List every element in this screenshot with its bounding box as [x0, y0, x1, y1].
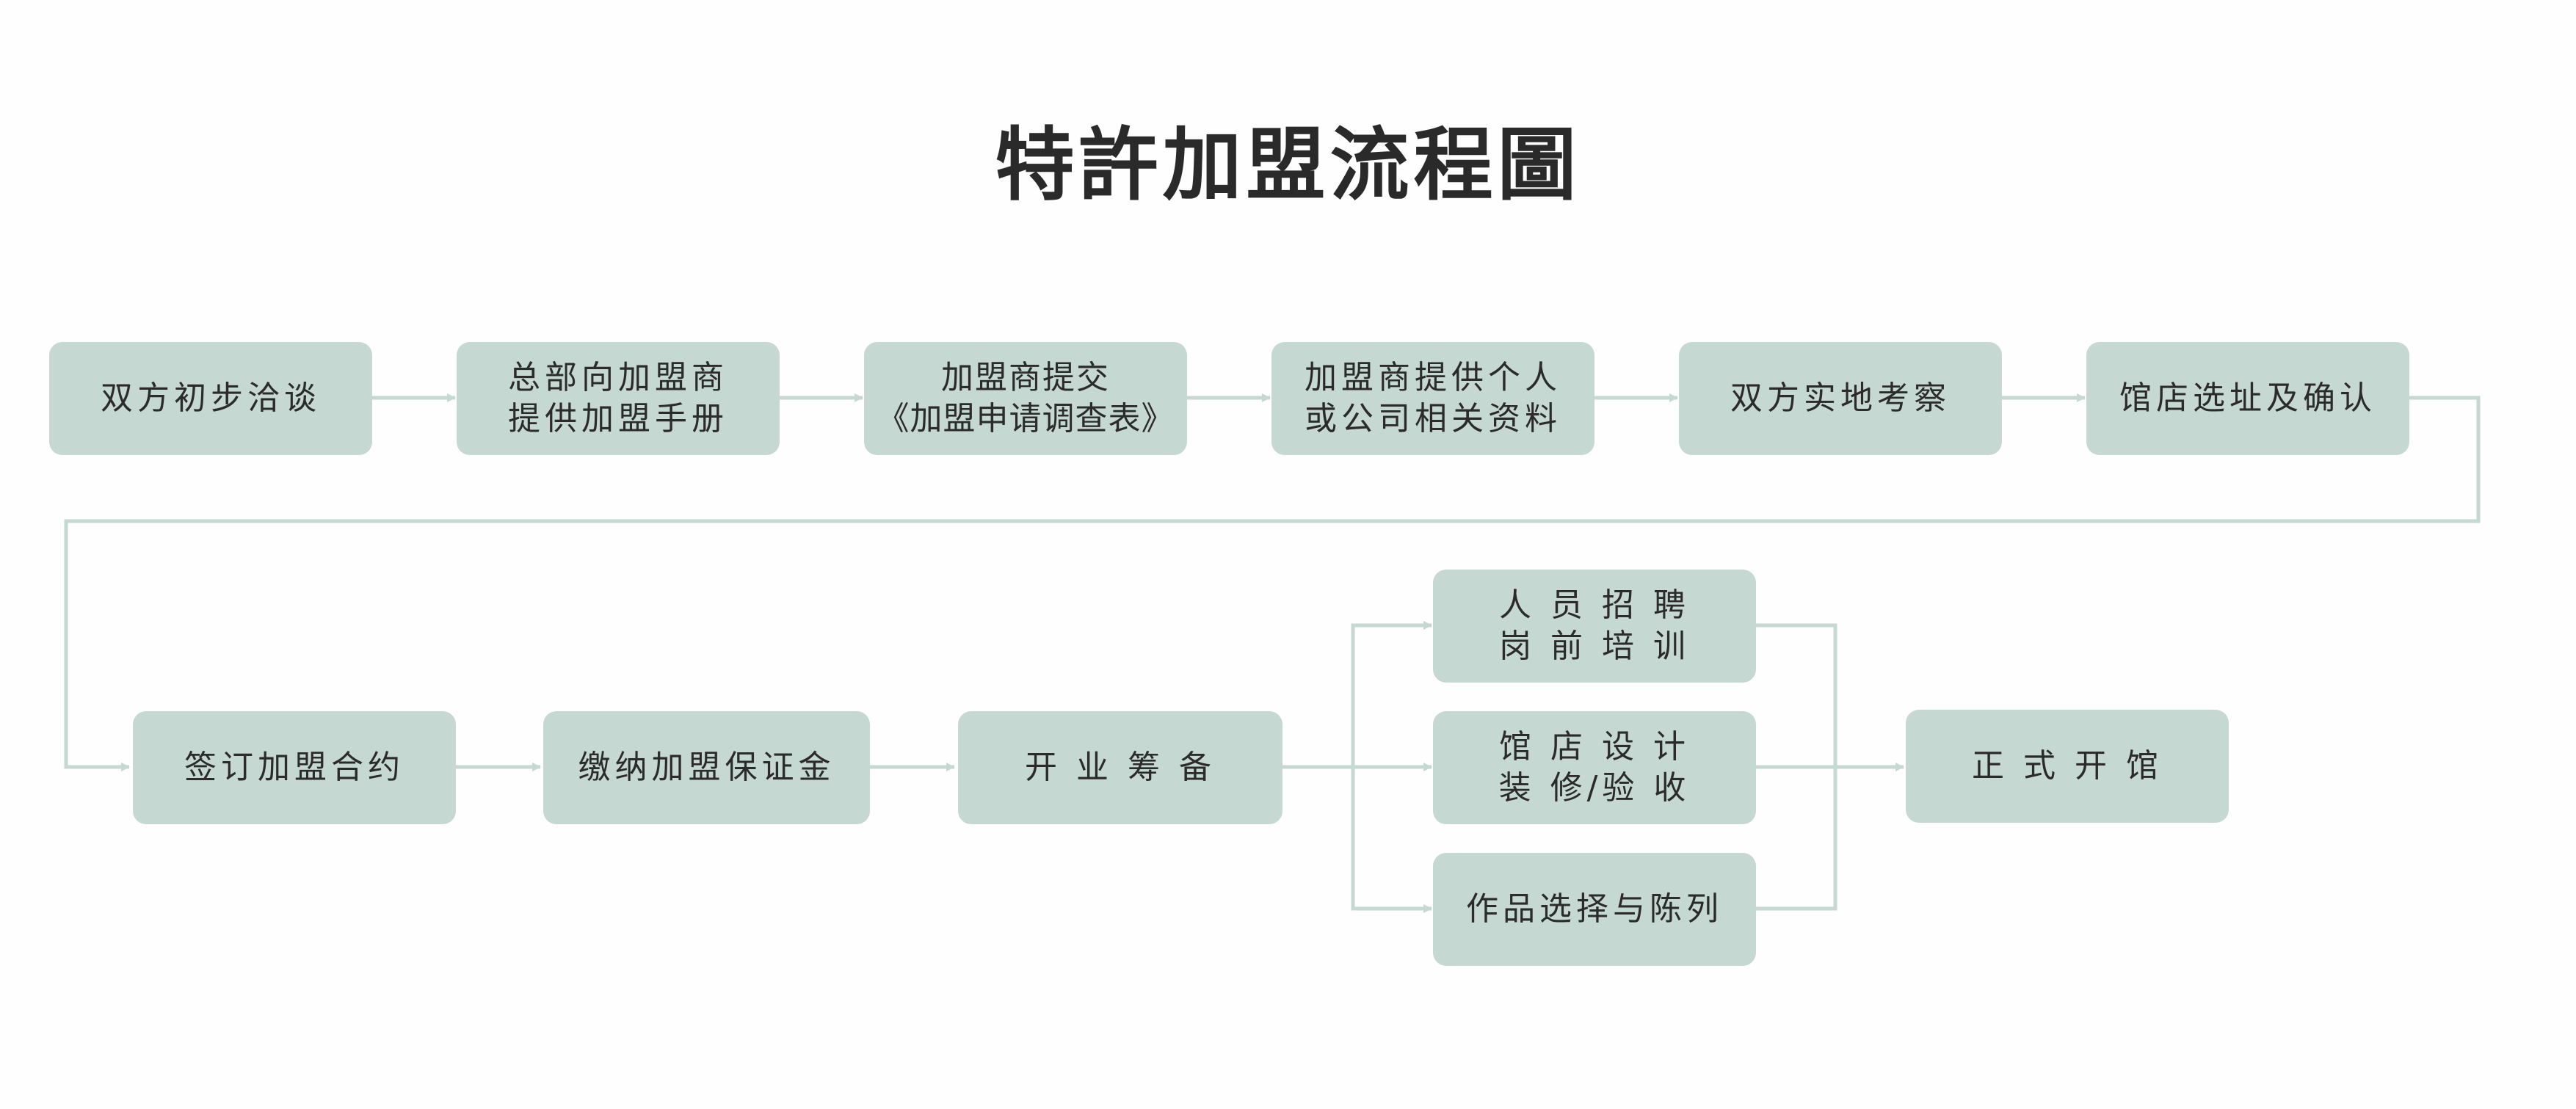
step-display: 作品选择与陈列	[1433, 853, 1756, 966]
step-site-inspection: 双方实地考察	[1679, 342, 2002, 455]
arrow-s9-s10	[1351, 621, 1432, 767]
step-design-renovation: 馆 店 设 计 装 修/验 收	[1433, 711, 1756, 824]
step-recruitment: 人 员 招 聘 岗 前 培 训	[1433, 570, 1756, 683]
step-documents: 加盟商提供个人 或公司相关资料	[1271, 342, 1594, 455]
step-grand-opening: 正 式 开 馆	[1906, 710, 2229, 823]
step-site-selection: 馆店选址及确认	[2086, 342, 2409, 455]
step-initial-negotiation: 双方初步洽谈	[49, 342, 372, 455]
page-title: 特許加盟流程圖	[995, 119, 1581, 211]
arrow-s9-s12	[1351, 767, 1432, 913]
arrow-s6-s7	[64, 396, 2481, 771]
step-deposit: 缴纳加盟保证金	[543, 711, 870, 824]
step-sign-contract: 签订加盟合约	[133, 711, 456, 824]
step-handbook: 总部向加盟商 提供加盟手册	[457, 342, 780, 455]
step-application: 加盟商提交 《加盟申请调查表》	[864, 342, 1187, 455]
step-preparation: 开 业 筹 备	[958, 711, 1282, 824]
